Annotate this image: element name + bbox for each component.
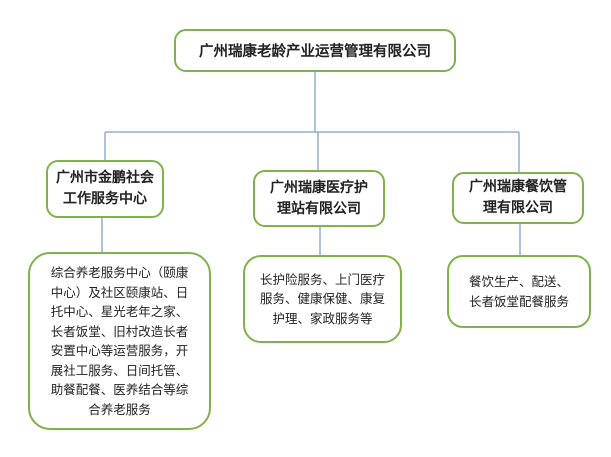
- desc-box-catering: 餐饮生产、配送、 长者饭堂配餐服务: [447, 255, 591, 328]
- org-name-line: 理有限公司: [483, 200, 553, 216]
- desc-box-medical: 长护险服务、上门医疗 服务、健康保健、康复 护理、家政服务等: [243, 255, 402, 343]
- desc-line: 中心）及社区颐康站、日: [50, 284, 189, 300]
- desc-line: 长护险服务、上门医疗: [259, 271, 385, 287]
- desc-line: 展社工服务、日间托管、: [50, 362, 189, 378]
- org-name-line: 工作服务中心: [63, 191, 147, 207]
- desc-line: 综合养老服务中心（颐康: [50, 265, 189, 280]
- org-name-line: 广州瑞康医疗护: [270, 179, 368, 196]
- desc-line: 餐饮生产、配送、: [468, 274, 569, 289]
- desc-line: 托中心、星光老年之家、: [50, 304, 189, 319]
- org-name-line: 理站有限公司: [277, 200, 361, 217]
- org-box-jinpeng: 广州市金鹏社会 工作服务中心: [46, 160, 164, 218]
- desc-line: 长者饭堂配餐服务: [468, 293, 569, 309]
- org-name-line: 广州瑞康餐饮管: [469, 179, 567, 195]
- desc-line: 助餐配餐、医养结合等综: [50, 382, 189, 397]
- desc-line: 长者饭堂、旧村改造长者: [50, 323, 189, 339]
- org-box-catering: 广州瑞康餐饮管 理有限公司: [452, 172, 584, 224]
- desc-line: 安置中心等运营服务，开: [50, 343, 189, 358]
- desc-line: 护理、家政服务等: [272, 310, 373, 326]
- root-company-box: 广州瑞康老龄产业运营管理有限公司: [174, 29, 456, 72]
- desc-box-jinpeng: 综合养老服务中心（颐康 中心）及社区颐康站、日 托中心、星光老年之家、 长者饭堂…: [28, 252, 211, 430]
- desc-line: 服务、健康保健、康复: [259, 291, 385, 307]
- root-company-name: 广州瑞康老龄产业运营管理有限公司: [199, 44, 431, 60]
- org-name-line: 广州市金鹏社会: [56, 170, 154, 186]
- org-box-medical: 广州瑞康医疗护 理站有限公司: [253, 170, 385, 227]
- desc-line: 合养老服务: [88, 401, 151, 417]
